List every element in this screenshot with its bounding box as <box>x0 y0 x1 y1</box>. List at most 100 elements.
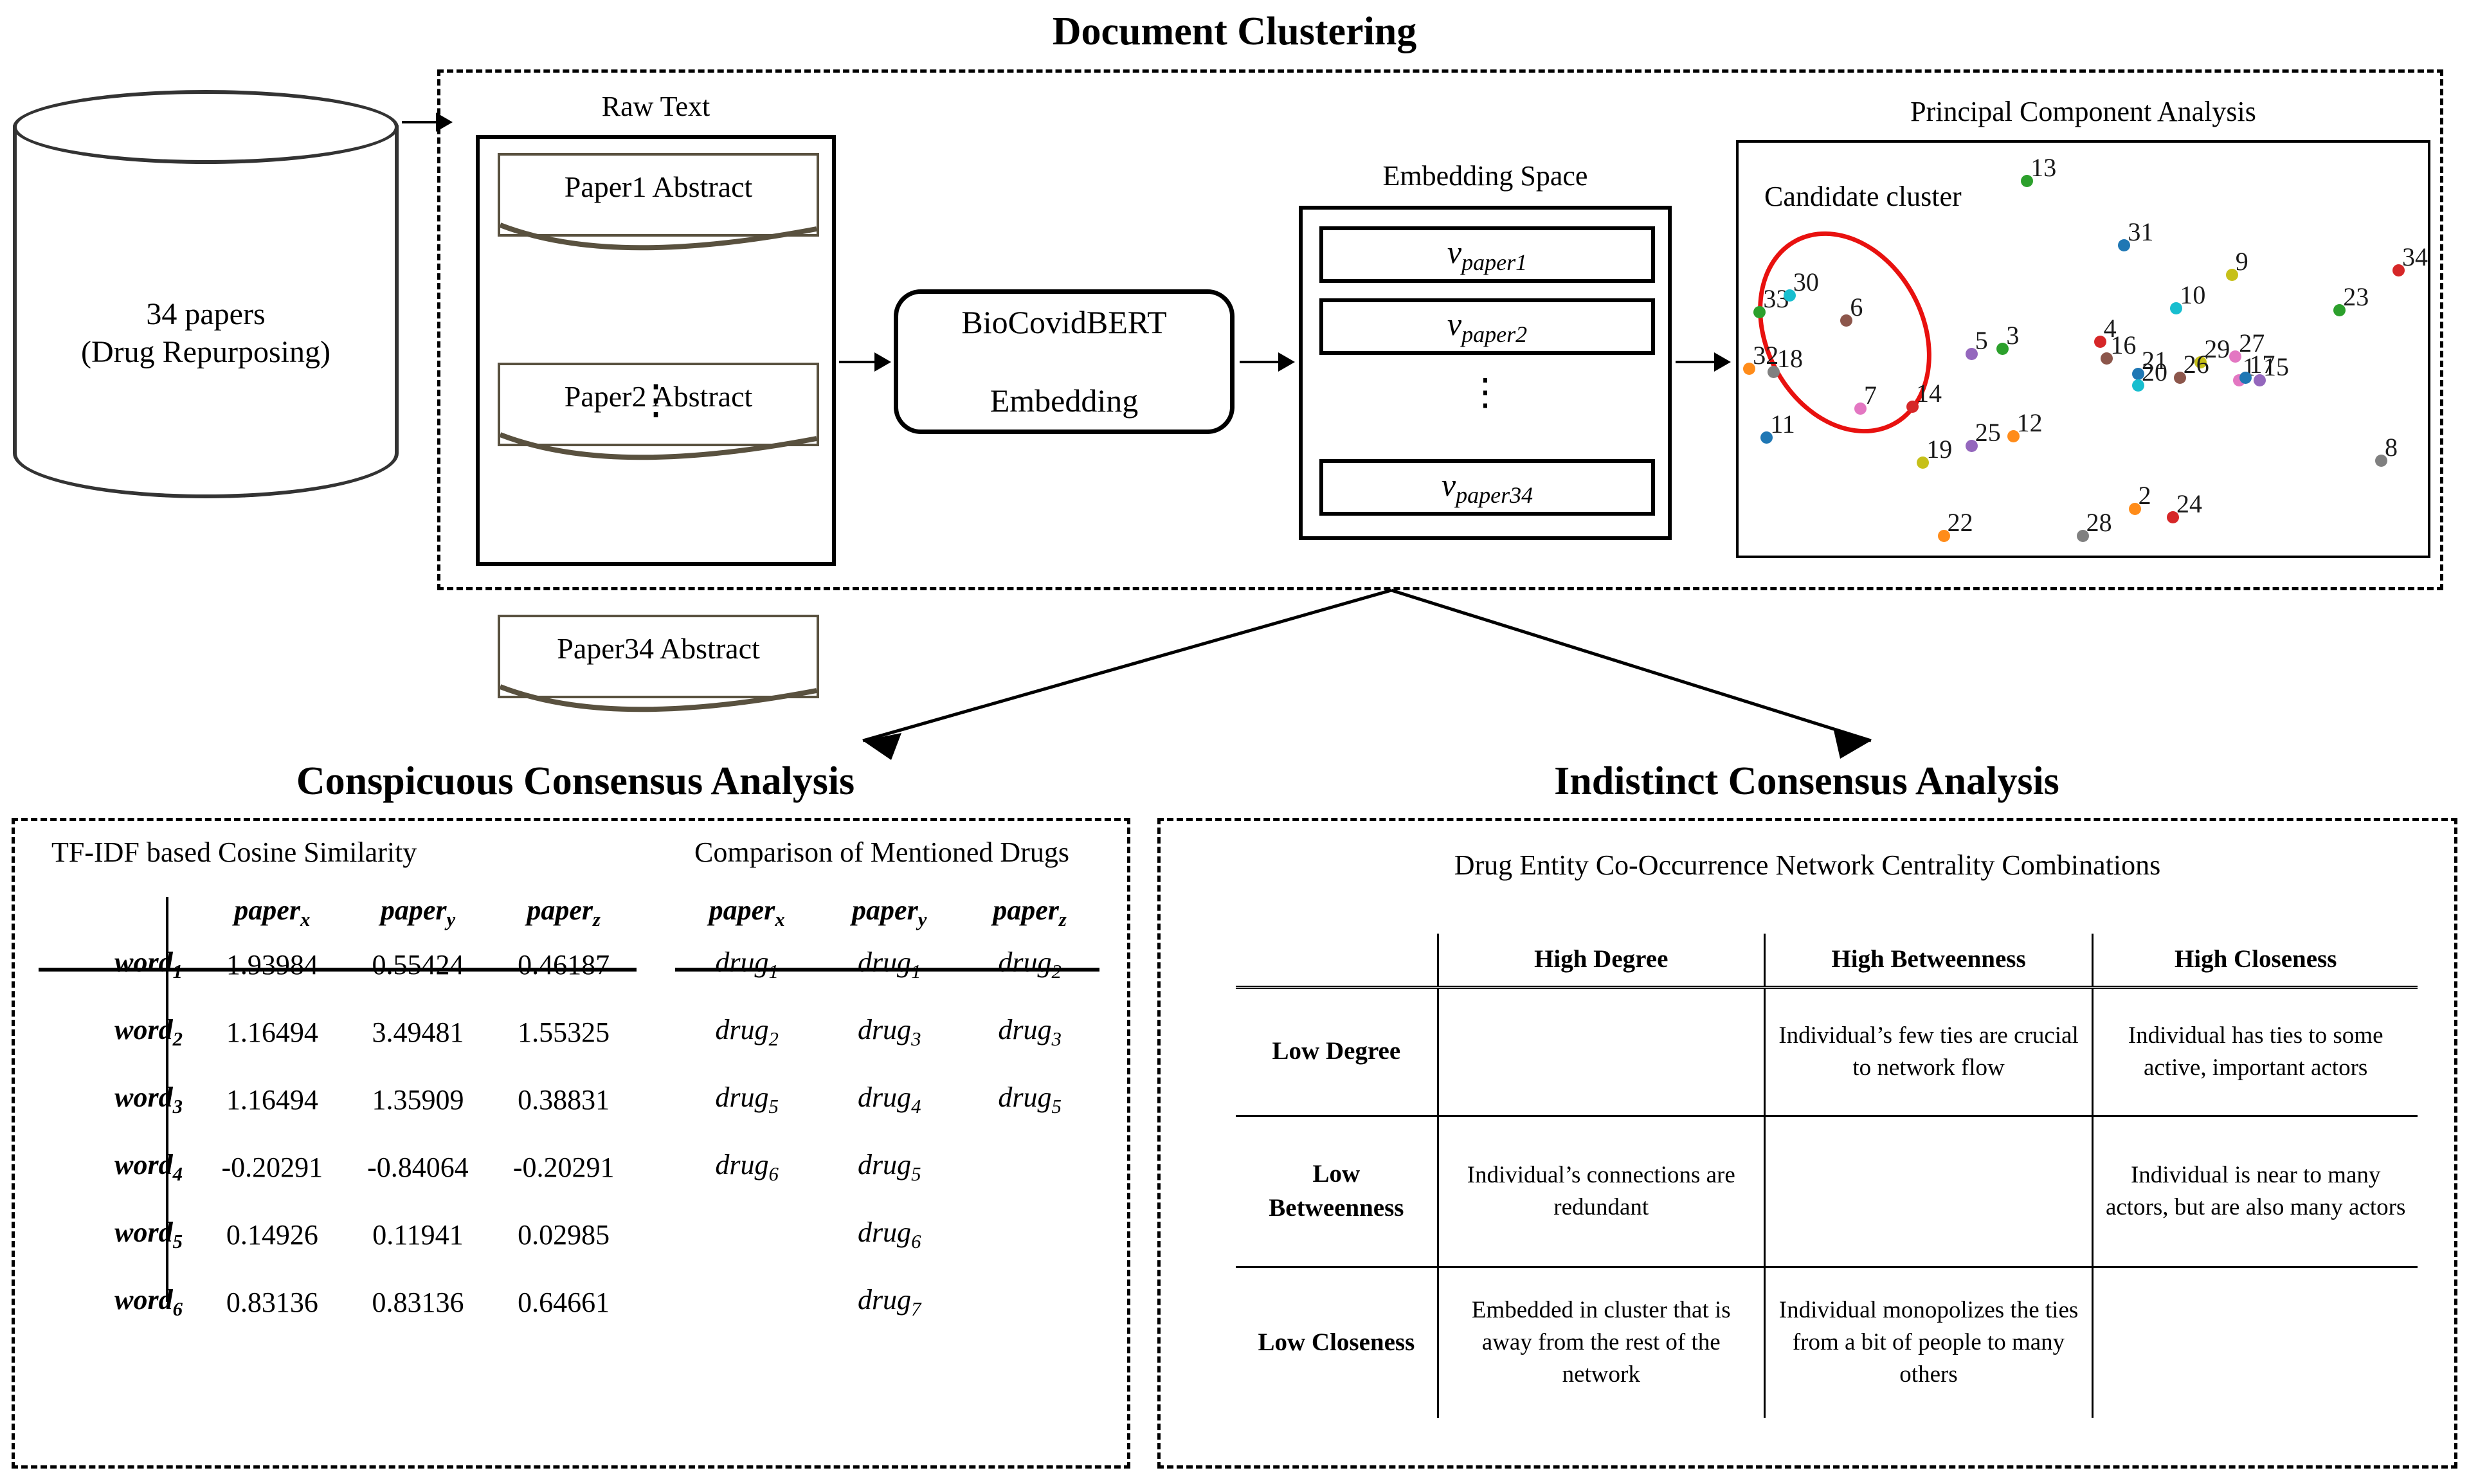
document-card-1: Paper1 Abstract <box>498 153 819 251</box>
drug-col-z: paperz <box>993 894 1067 930</box>
centrality-cell-1-3: Individual has ties to some active, impo… <box>2092 986 2418 1117</box>
pca-point-17 <box>2239 372 2252 385</box>
drug-cell-4-1: drug6 <box>715 1149 779 1186</box>
pca-point-16 <box>2101 352 2113 365</box>
drug-cell-5-1 <box>675 1201 818 1269</box>
database-label: 34 papers (Drug Repurposing) <box>13 296 399 371</box>
pca-point-label-32: 32 <box>1753 341 1779 370</box>
table-row: drug7 <box>675 1269 1099 1336</box>
tfidf-cell-4-1: -0.20291 <box>221 1151 323 1183</box>
pca-point-20 <box>2132 379 2144 392</box>
pca-point-21 <box>2132 367 2144 380</box>
drug-cell-3-3: drug5 <box>998 1081 1062 1118</box>
conspicuous-panel <box>12 818 1130 1469</box>
pca-point-label-29: 29 <box>2204 334 2230 364</box>
pca-point-12 <box>2007 430 2020 443</box>
tfidf-cell-3-1: 1.16494 <box>226 1083 318 1116</box>
pca-point-label-11: 11 <box>1770 410 1795 439</box>
tfidf-horizontal-rule <box>39 968 637 972</box>
pca-point-6 <box>1840 314 1853 327</box>
tfidf-row-label-6: word6 <box>114 1284 183 1321</box>
pca-point-22 <box>1937 530 1950 542</box>
drug-cell-2-3: drug3 <box>998 1014 1062 1051</box>
embedding-ellipsis: ⋮ <box>1467 371 1504 413</box>
centrality-col-high-betweenness: High Betweenness <box>1763 934 2094 989</box>
centrality-cell-1-2: Individual’s few ties are crucial to net… <box>1763 986 2094 1117</box>
vector-2-base: v <box>1447 306 1462 342</box>
pca-point-15 <box>2254 374 2266 386</box>
tfidf-cell-6-2: 0.83136 <box>372 1286 464 1318</box>
drug-cell-6-3 <box>960 1269 1099 1336</box>
pca-point-25 <box>1965 440 1978 453</box>
vector-1-sub: paper1 <box>1461 249 1528 275</box>
pca-point-label-23: 23 <box>2343 282 2369 311</box>
pca-point-label-13: 13 <box>2030 152 2057 182</box>
pca-point-label-18: 18 <box>1777 344 1803 374</box>
pca-point-label-6: 6 <box>1850 293 1863 322</box>
model-step-label: Embedding <box>990 383 1139 419</box>
pca-point-30 <box>1783 289 1796 302</box>
database-topic-label: (Drug Repurposing) <box>81 334 330 369</box>
centrality-cell-3-3 <box>2092 1265 2418 1418</box>
tfidf-cell-6-3: 0.64661 <box>518 1286 610 1318</box>
drug-header-row: paperx papery paperz <box>675 894 1099 931</box>
embedding-space-box: vpaper1 vpaper2 ⋮ vpaper34 <box>1299 206 1672 540</box>
tfidf-cell-6-1: 0.83136 <box>226 1286 318 1318</box>
pca-point-8 <box>2375 455 2387 467</box>
centrality-cell-3-1: Embedded in cluster that is away from th… <box>1436 1265 1766 1418</box>
tfidf-row-label-1: word1 <box>114 946 183 983</box>
centrality-col-high-closeness: High Closeness <box>2092 934 2418 989</box>
table-row: word6 0.83136 0.83136 0.64661 <box>39 1269 637 1336</box>
pca-point-label-34: 34 <box>2402 242 2428 272</box>
drug-cell-1-1: drug1 <box>715 946 779 983</box>
drug-col-y: papery <box>852 894 927 930</box>
pca-point-label-25: 25 <box>1975 418 2001 448</box>
page-title: Document Clustering <box>1052 10 1417 53</box>
centrality-cell-2-1: Individual’s connections are redundant <box>1436 1114 1766 1268</box>
pca-point-27 <box>2229 350 2242 363</box>
tfidf-row-label-2: word2 <box>114 1014 183 1051</box>
pca-point-label-26: 26 <box>2183 350 2209 379</box>
pca-point-34 <box>2392 264 2405 277</box>
branch-arrows <box>862 588 1872 760</box>
pca-point-2 <box>2128 502 2141 515</box>
drug-cell-6-1 <box>675 1269 818 1336</box>
pca-point-label-14: 14 <box>1916 378 1942 408</box>
tfidf-header-row: paperx papery paperz <box>39 894 637 931</box>
paper-wave-icon <box>499 684 817 712</box>
pca-point-label-16: 16 <box>2110 330 2137 359</box>
drug-cell-2-1: drug2 <box>715 1014 779 1051</box>
pca-point-28 <box>2076 530 2089 542</box>
table-row: drug6 <box>675 1201 1099 1269</box>
document-card-1-label: Paper1 Abstract <box>564 170 753 203</box>
pca-point-label-24: 24 <box>2176 489 2202 518</box>
centrality-cell-1-1 <box>1436 986 1766 1117</box>
tfidf-row-label-3: word3 <box>114 1081 183 1118</box>
pca-point-19 <box>1917 457 1930 469</box>
document-card-2: Paper2 Abstract <box>498 363 819 460</box>
tfidf-cell-2-2: 3.49481 <box>372 1016 464 1048</box>
centrality-row-header-3: Low Closeness <box>1236 1265 1439 1418</box>
tfidf-vertical-rule <box>166 897 168 1302</box>
drug-cell-4-2: drug5 <box>857 1149 921 1186</box>
embedding-vector-1: vpaper1 <box>1319 226 1655 283</box>
tfidf-cell-4-2: -0.84064 <box>367 1151 469 1183</box>
arrow-db-to-rawtext-head <box>436 113 453 132</box>
drug-horizontal-rule <box>675 968 1099 972</box>
table-row: drug6 drug5 <box>675 1134 1099 1201</box>
pca-point-label-3: 3 <box>2006 320 2020 350</box>
centrality-col-blank <box>1236 934 1439 989</box>
drug-cell-6-2: drug7 <box>857 1284 921 1321</box>
pca-point-14 <box>1906 400 1919 413</box>
pca-title: Principal Component Analysis <box>1910 96 2256 127</box>
document-card-34: Paper34 Abstract <box>498 615 819 712</box>
tfidf-row-label-4: word4 <box>114 1149 183 1186</box>
